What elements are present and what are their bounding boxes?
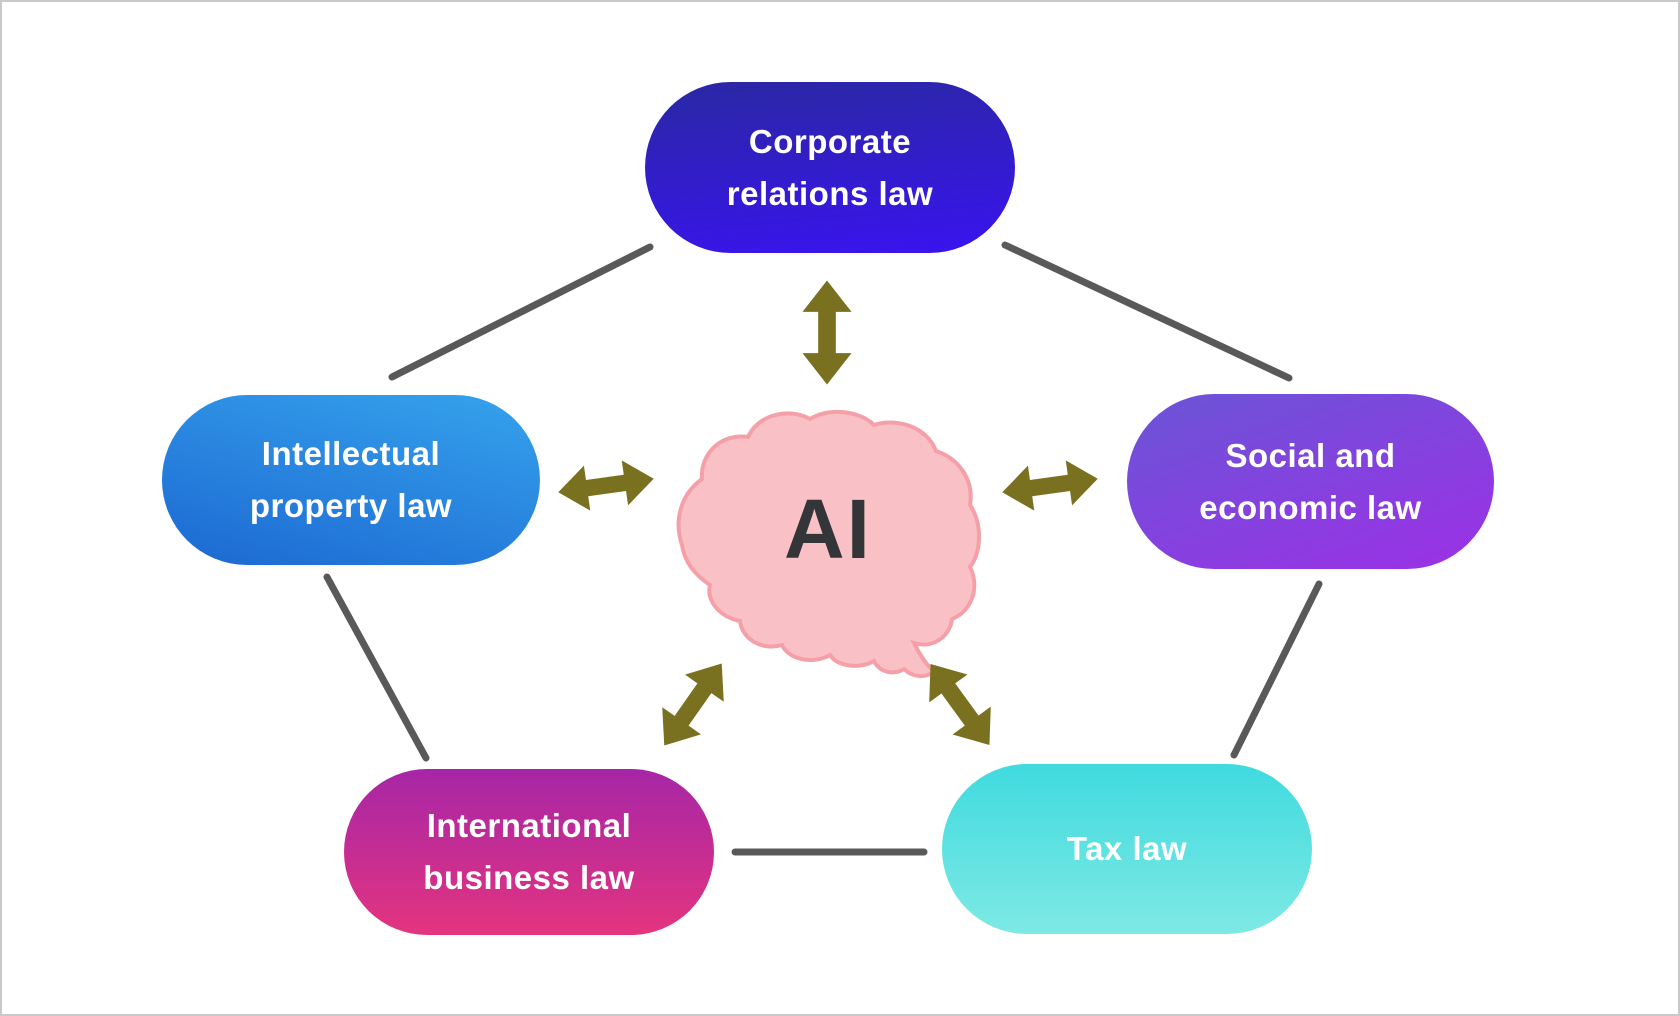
- arrow-ai-social: [1002, 460, 1098, 511]
- node-corporate-relations-law: Corporate relations law: [645, 82, 1015, 253]
- node-label-line: Corporate: [748, 122, 912, 160]
- node-label-line: property law: [249, 487, 453, 524]
- node-social-and-economic-law: Social and economic law: [1127, 394, 1494, 569]
- node-label-line: business law: [423, 859, 635, 896]
- node-intellectual-property-law: Intellectual property law: [162, 395, 540, 565]
- arrow-ai-tax: [929, 663, 991, 746]
- connector-intellectual-international: [323, 573, 430, 762]
- node-tax-law: Tax law: [942, 764, 1312, 934]
- arrow-ai-corporate: [802, 280, 852, 385]
- arrow-ai-international: [662, 663, 724, 746]
- node-label-line: Tax law: [1066, 830, 1188, 867]
- connector-corporate-social: [1001, 241, 1293, 382]
- node-international-business-law: International business law: [344, 769, 714, 935]
- node-label-line: International: [426, 807, 632, 844]
- node-label-line: Social and: [1225, 436, 1396, 474]
- connector-corporate-intellectual: [388, 243, 654, 381]
- ai-center-label: AI: [784, 482, 872, 576]
- node-label-line: relations law: [726, 174, 934, 212]
- node-label-line: economic law: [1199, 488, 1422, 526]
- connector-social-tax: [1230, 580, 1323, 759]
- brain-icon: [676, 409, 981, 678]
- arrow-ai-intellectual: [558, 460, 654, 511]
- node-label-line: Intellectual: [261, 435, 441, 472]
